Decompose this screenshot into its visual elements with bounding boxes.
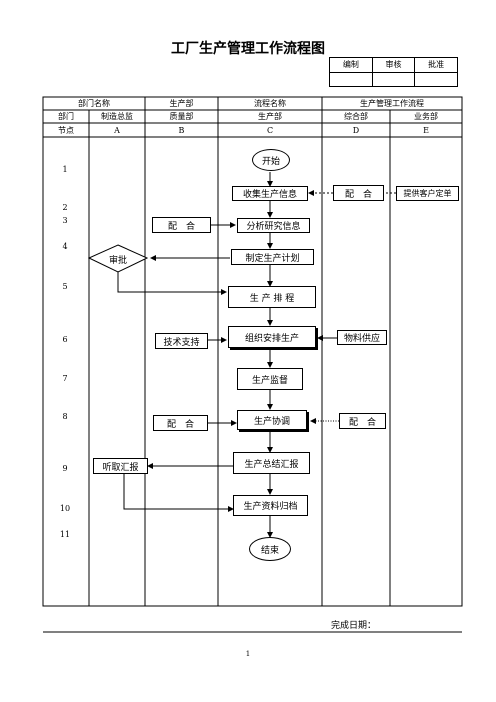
- header-dept-d: 综合部: [344, 112, 368, 121]
- signoff-reviewed-value[interactable]: [373, 73, 416, 86]
- node-number-9: 9: [62, 464, 68, 473]
- node-number-8: 8: [62, 412, 68, 421]
- header-dept-c: 生产部: [258, 112, 282, 121]
- flow-summary-report[interactable]: 生产总结汇报: [233, 452, 310, 474]
- header-dept-name-label: 部门名称: [78, 99, 110, 108]
- header-process-name-label: 流程名称: [254, 99, 286, 108]
- side-d-cooperate-2[interactable]: 配 合: [339, 413, 386, 429]
- flow-monitor[interactable]: 生产监督: [237, 368, 303, 390]
- flow-end-oval[interactable]: 结束: [249, 537, 291, 561]
- flow-collect-info[interactable]: 收集生产信息: [232, 186, 308, 201]
- page-title: 工厂生产管理工作流程图: [171, 41, 325, 57]
- side-b-tech-support[interactable]: 技术支持: [155, 333, 208, 349]
- signoff-approved: 批准: [428, 60, 445, 69]
- header-dept-a: 制造总监: [101, 112, 133, 121]
- side-e-customer-orders[interactable]: 提供客户定单: [396, 186, 459, 201]
- side-b-cooperate-1[interactable]: 配 合: [152, 217, 211, 233]
- page-number: 1: [245, 650, 251, 658]
- header-dept-name-value: 生产部: [169, 99, 194, 108]
- header-dept-e: 业务部: [414, 112, 438, 121]
- header-node-b: B: [178, 126, 185, 135]
- node-number-11: 11: [59, 530, 71, 539]
- node-number-5: 5: [62, 282, 68, 291]
- header-node-label: 节点: [58, 126, 74, 135]
- header-node-d: D: [352, 126, 360, 135]
- header-dept-b: 质量部: [169, 112, 194, 121]
- signoff-table: 编制 审核 批准: [329, 57, 458, 87]
- node-number-7: 7: [62, 374, 68, 383]
- header-process-name-value: 生产管理工作流程: [360, 99, 424, 108]
- header-dept-label: 部门: [58, 112, 74, 121]
- signoff-prepared-value[interactable]: [330, 73, 373, 86]
- header-node-a: A: [114, 126, 120, 135]
- completion-date-label: 完成日期：: [331, 621, 377, 631]
- side-d-material-supply[interactable]: 物料供应: [337, 330, 387, 345]
- side-a-listen-report[interactable]: 听取汇报: [93, 458, 148, 474]
- signoff-prepared: 编制: [330, 58, 373, 72]
- header-node-e: E: [423, 126, 429, 135]
- side-a-approve-diamond[interactable]: 审批: [108, 256, 127, 266]
- node-number-3: 3: [62, 216, 68, 225]
- side-d-cooperate-1[interactable]: 配 合: [333, 185, 384, 201]
- flow-start-oval[interactable]: 开始: [252, 149, 290, 171]
- flow-organize[interactable]: 组织安排生产: [228, 326, 316, 348]
- node-number-10: 10: [59, 504, 71, 513]
- side-b-cooperate-2[interactable]: 配 合: [153, 415, 208, 431]
- flow-archive[interactable]: 生产资料归档: [233, 495, 308, 516]
- signoff-reviewed: 审核: [373, 58, 416, 72]
- node-number-2: 2: [62, 203, 68, 212]
- header-node-c: C: [266, 126, 274, 135]
- node-number-1: 1: [62, 165, 68, 174]
- flow-analyze-info[interactable]: 分析研究信息: [237, 218, 310, 233]
- node-number-6: 6: [62, 335, 68, 344]
- flow-coordinate[interactable]: 生产协调: [237, 410, 307, 430]
- flow-make-plan[interactable]: 制定生产计划: [231, 249, 314, 265]
- node-number-4: 4: [62, 242, 68, 251]
- flow-schedule[interactable]: 生 产 排 程: [228, 286, 316, 308]
